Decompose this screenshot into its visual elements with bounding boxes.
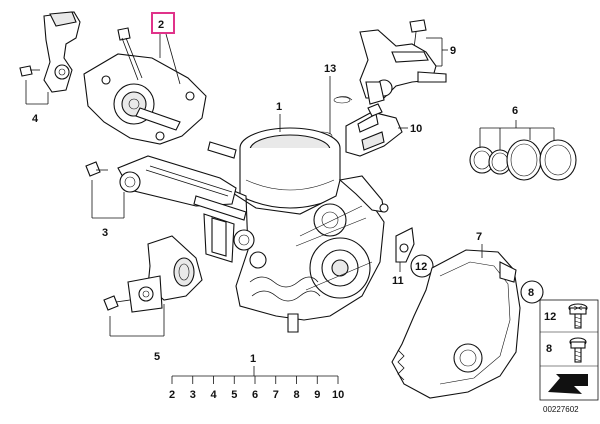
circled-callout-8: 8: [528, 287, 534, 299]
part-3-shaft: [85, 155, 247, 263]
part-5-sensor: [103, 235, 203, 313]
group-item-8: 8: [294, 389, 300, 401]
callout-6: 6: [512, 105, 518, 117]
group-labels: 2 3 4 5 6 7 8 9 10: [169, 389, 344, 401]
circled-callout-12: 12: [415, 261, 427, 273]
part-6-orings: [469, 139, 577, 181]
circled-callout-8-ring: [520, 280, 544, 304]
part-4-sensor: [19, 11, 81, 93]
bolt-icon: [568, 303, 588, 329]
callout-11: 11: [392, 275, 404, 287]
legend-item-12: 12: [544, 311, 556, 323]
group-item-3: 3: [190, 389, 196, 401]
callout-7: 7: [476, 231, 482, 243]
group-item-5: 5: [231, 389, 237, 401]
part-11-bracket: [395, 227, 415, 263]
part-10-injector: [345, 103, 403, 157]
callout-5: 5: [154, 351, 160, 363]
group-item-7: 7: [273, 389, 279, 401]
group-item-6: 6: [252, 389, 258, 401]
callout-1-top: 1: [276, 101, 282, 113]
part-9-assembly: [359, 19, 447, 105]
callout-9: 9: [450, 45, 456, 57]
part-2-housing: [83, 27, 207, 145]
diagram-id: 00227602: [543, 405, 579, 414]
group-item-4: 4: [211, 389, 218, 401]
callout-2-highlight-box: [151, 12, 175, 34]
callout-4: 4: [32, 113, 39, 125]
legend-item-8: 8: [546, 343, 552, 355]
group-label-1: 1: [250, 353, 256, 365]
callout-2: 2: [158, 19, 164, 31]
direction-arrow-icon: [548, 374, 588, 394]
callout-13: 13: [324, 63, 336, 75]
callout-3: 3: [102, 227, 108, 239]
group-item-2: 2: [169, 389, 175, 401]
circled-callout-12-ring: [410, 254, 434, 278]
part-7-cover: [391, 249, 521, 399]
screw-icon: [569, 337, 587, 363]
group-ticks: [171, 376, 339, 384]
legend-box: 12 8: [539, 299, 599, 401]
part-1-throttle-body: [207, 127, 389, 333]
group-item-9: 9: [314, 389, 320, 401]
group-item-10: 10: [332, 389, 344, 401]
callout-10: 10: [410, 123, 422, 135]
